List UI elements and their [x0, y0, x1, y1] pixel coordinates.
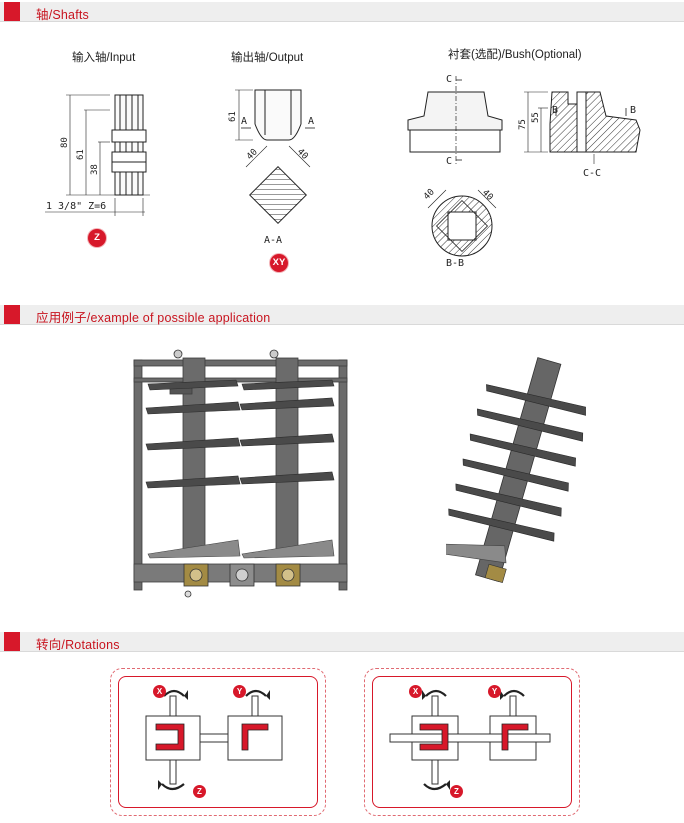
dim-input-total: 80 — [60, 137, 70, 148]
bush-caption: 衬套(选配)/Bush(Optional) — [448, 49, 582, 61]
application-machine-side — [446, 357, 586, 583]
section-title-shafts: 轴/Shafts — [36, 8, 90, 22]
dim-input-mid: 61 — [76, 149, 86, 160]
rotation-1-z-badge: Z — [193, 785, 206, 798]
dim-bush-height2: 55 — [531, 112, 541, 123]
output-shaft-badge: XY — [270, 254, 288, 272]
bush-drawing: C C 75 55 B B C-C 40 40 B-B — [407, 74, 641, 268]
application-machine-front — [133, 349, 348, 598]
section-mark-b-right: B — [630, 105, 636, 116]
section-mark-c-top: C — [446, 74, 452, 85]
rotation-1-x-badge: X — [153, 685, 166, 698]
section-label-b-b: B-B — [446, 258, 464, 268]
rotation-1-y-badge: Y — [233, 685, 246, 698]
section-mark-b-left: B — [552, 105, 558, 116]
dim-bush-side2: 40 — [480, 188, 495, 203]
dim-input-spline: 1 3/8" Z=6 — [46, 201, 106, 212]
rotation-panel-2-frame — [364, 668, 580, 816]
input-shaft-badge: Z — [88, 229, 106, 247]
section-header-shafts: 轴/Shafts — [0, 2, 684, 22]
section-accent — [4, 305, 20, 324]
rotation-2-y-badge: Y — [488, 685, 501, 698]
section-mark-a-left: A — [241, 116, 247, 127]
section-accent — [4, 2, 20, 21]
section-header-rotations: 转向/Rotations — [0, 632, 684, 652]
rotation-2-x-badge: X — [409, 685, 422, 698]
rotation-2-z-badge: Z — [450, 785, 463, 798]
section-header-application: 应用例子/example of possible application — [0, 305, 684, 325]
section-label-c-c: C-C — [583, 168, 601, 179]
rotation-diagram-2 — [389, 689, 551, 791]
dim-output-side2: 40 — [295, 147, 310, 162]
output-shaft-drawing: 61 A A 40 40 A-A — [228, 89, 315, 246]
dim-output-height: 61 — [228, 111, 238, 122]
output-shaft-caption: 输出轴/Output — [231, 52, 304, 64]
section-title-application: 应用例子/example of possible application — [36, 311, 271, 325]
section-accent — [4, 632, 20, 651]
section-label-a-a: A-A — [264, 235, 282, 246]
section-mark-a-right: A — [308, 116, 314, 127]
section-mark-c-bottom: C — [446, 156, 452, 167]
input-shaft-caption: 输入轴/Input — [72, 52, 136, 64]
input-shaft-drawing: 80 61 38 1 3/8" Z=6 — [45, 94, 150, 216]
rotation-panel-1-frame — [110, 668, 326, 816]
section-title-rotations: 转向/Rotations — [36, 638, 120, 652]
dim-input-low: 38 — [90, 164, 100, 175]
dim-output-side1: 40 — [245, 147, 260, 162]
rotation-diagram-1 — [145, 689, 283, 791]
dim-bush-height1: 75 — [518, 119, 528, 130]
dim-bush-side1: 40 — [422, 187, 437, 202]
